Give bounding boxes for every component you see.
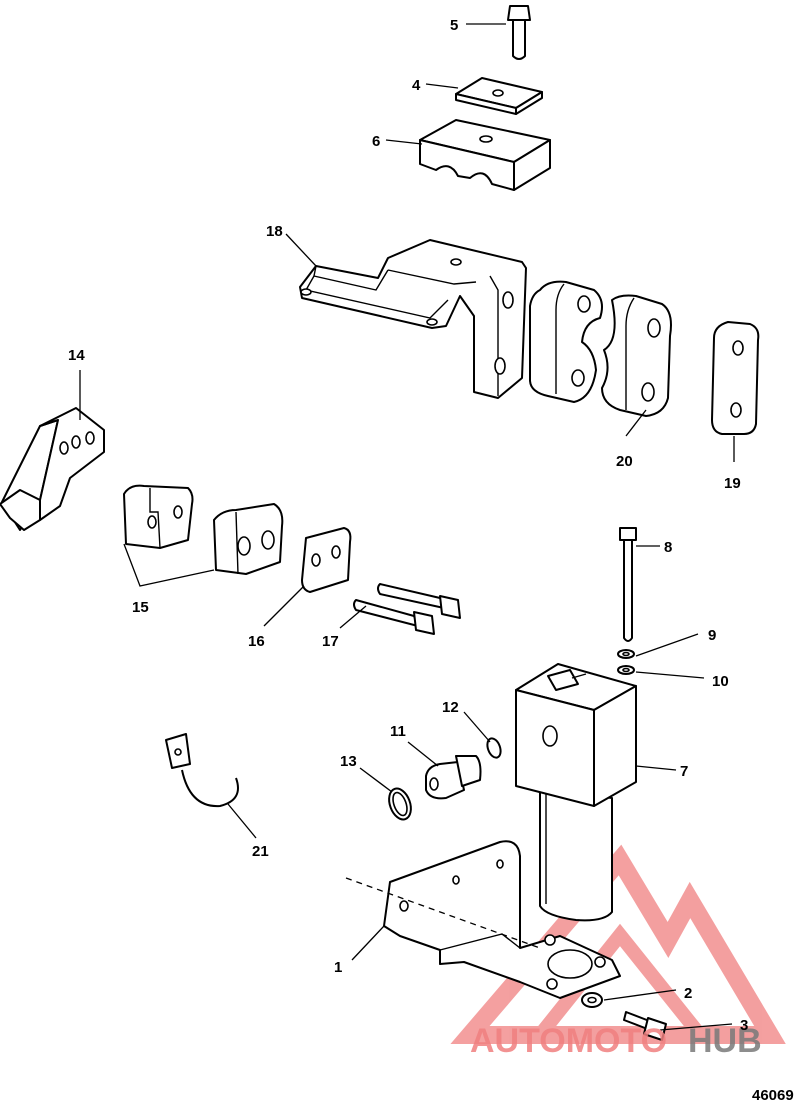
part-6-clamp-block [419,119,551,191]
part-4-washer-plate [455,77,543,115]
part-17-bolts [353,583,461,635]
callout-15: 15 [132,599,149,616]
callout-16: 16 [248,633,265,650]
part-1-base-bracket [345,840,621,999]
part-18-mounting-bracket [299,239,527,399]
callout-19: 19 [724,475,741,492]
callout-1: 1 [334,959,342,976]
part-21-clip [165,733,239,808]
callout-14: 14 [68,347,85,364]
callout-13: 13 [340,753,357,770]
callout-11: 11 [390,723,406,740]
callout-6: 6 [372,133,380,150]
part-15-blocks [123,484,284,575]
callout-20: 20 [616,453,633,470]
callout-4: 4 [412,77,421,94]
callout-18: 18 [266,223,283,240]
part-2-washer [581,992,603,1008]
part-7-housing [515,663,637,922]
part-14-bracket-assembly [0,407,105,531]
callout-2: 2 [684,985,692,1002]
document-number: 46069 [752,1087,794,1104]
part-9-nut [617,649,635,659]
callout-8: 8 [664,539,672,556]
watermark-text-hub: HUB [688,1022,762,1060]
callout-7: 7 [680,763,688,780]
callout-9: 9 [708,627,716,644]
part-12-o-ring [486,737,502,759]
part-11-fitting [425,755,482,800]
watermark-text: AUTOMOTO HUB [470,1022,762,1060]
callout-3: 3 [740,1017,748,1034]
part-20-clamp-halves [529,280,672,417]
part-19-plate [711,321,760,435]
callout-5: 5 [450,17,458,34]
leader-lines [79,23,735,1031]
part-5-bolt [507,5,531,60]
part-10-washer [617,665,635,675]
part-16-plate [301,527,352,593]
callout-17: 17 [322,633,339,650]
part-13-o-ring [388,787,412,821]
watermark-text-automoto: AUTOMOTO [470,1022,667,1060]
callout-labels: 5 4 6 18 14 15 20 19 16 17 8 9 10 7 12 1… [68,17,748,1034]
callout-21: 21 [252,843,269,860]
part-3-bolt [623,1011,667,1041]
callout-10: 10 [712,673,729,690]
callout-12: 12 [442,699,459,716]
part-8-long-bolt [619,527,637,642]
